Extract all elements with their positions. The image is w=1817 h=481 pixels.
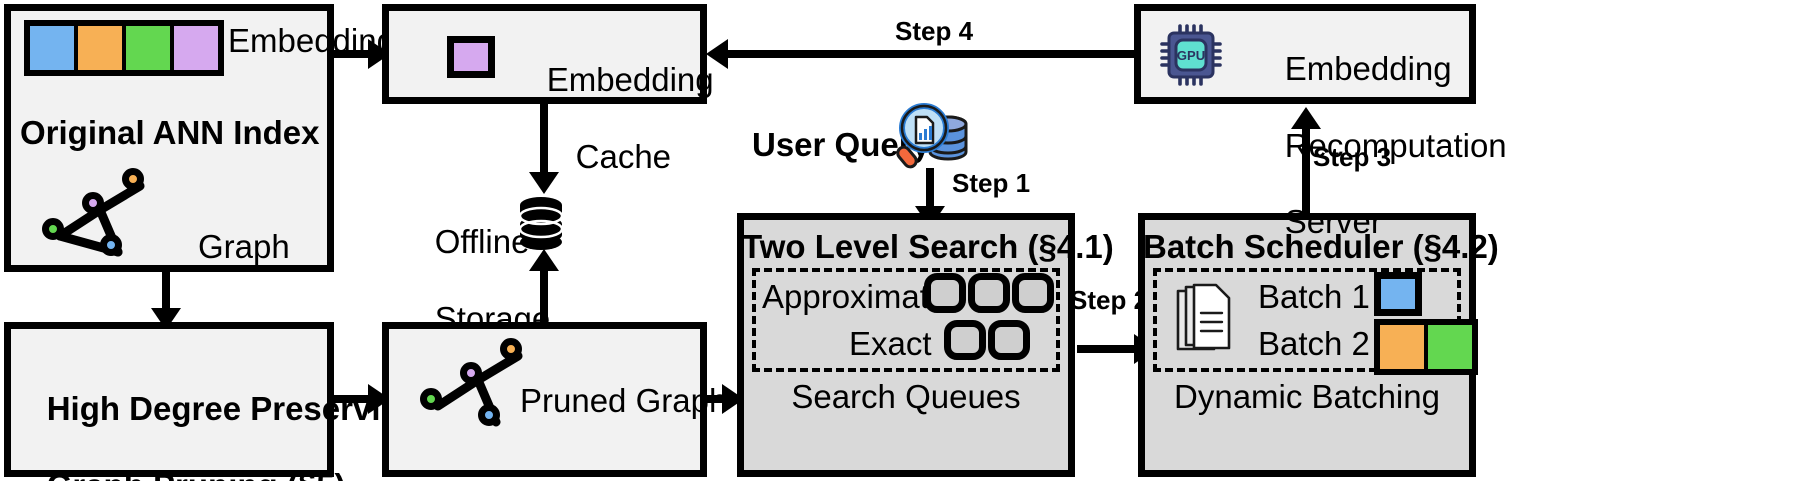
graph-node-orange: [122, 168, 144, 190]
graph-node-green: [42, 218, 64, 240]
arrow-index-to-pruning: [162, 272, 170, 312]
pruned-node-green: [420, 388, 442, 410]
step-1-label: Step 1: [952, 168, 1031, 198]
graph-label: Graph: [198, 228, 290, 265]
arrow-pruned-to-storage: [540, 268, 548, 326]
recomputation-server-line3: Server: [1284, 203, 1382, 241]
pruned-node-orange: [500, 338, 522, 360]
embedding-swatch-green: [126, 26, 170, 70]
exact-queue-chip-1: [944, 320, 986, 360]
pruned-graph-network: [418, 338, 538, 440]
documents-stack-icon: [1174, 283, 1236, 357]
approximate-row-label: Approximate: [762, 278, 948, 315]
graph-pruning-title: High Degree Preserving Graph Pruning (§5…: [10, 352, 421, 481]
embedding-swatch-orange: [78, 26, 122, 70]
step-4-label: Step 4: [895, 16, 974, 46]
batch-1-swatch-blue: [1374, 272, 1422, 316]
embedding-swatch-purple: [174, 26, 218, 70]
arrow-server-to-cache: [712, 50, 1136, 58]
graph-pruning-line2: Graph Pruning (§5): [47, 467, 346, 481]
graph-node-blue: [100, 234, 122, 256]
dynamic-batching-caption: Dynamic Batching: [1174, 378, 1440, 415]
graph-pruning-box: [4, 322, 334, 477]
arrow-pruned-to-storage-head: [529, 249, 559, 271]
gpu-chip-icon: GPU: [1160, 24, 1222, 86]
exact-row-label: Exact: [849, 325, 932, 362]
embedding-cache-swatch: [447, 36, 495, 78]
arrow-pruning-to-pruned: [334, 395, 378, 403]
pruned-node-blue: [478, 404, 500, 426]
arrow-scheduler-to-server-head: [1291, 107, 1321, 129]
arrow-scheduler-to-server: [1302, 128, 1310, 214]
batch-2-label: Batch 2: [1258, 325, 1370, 362]
approximate-queue-chip-2: [968, 273, 1010, 313]
two-level-search-title: Two Level Search (§4.1): [742, 228, 1114, 265]
approximate-queue-chip-1: [924, 273, 966, 313]
arrow-search-to-scheduler: [1077, 345, 1149, 353]
arrow-cache-to-storage: [540, 104, 548, 176]
recomputation-server-line1: Embedding: [1284, 50, 1452, 88]
arrow-pruned-to-search: [707, 395, 735, 403]
batch-2-swatch-green: [1428, 325, 1472, 369]
batch-2-swatch-orange: [1380, 325, 1424, 369]
database-cylinder-icon: [518, 196, 564, 252]
search-queues-dashed-region: [752, 268, 1060, 372]
embedding-swatch-blue: [30, 26, 74, 70]
original-ann-index-title: Original ANN Index: [20, 114, 320, 151]
two-level-search-box: [737, 213, 1075, 477]
arrow-cache-to-storage-head: [529, 172, 559, 194]
pruned-graph-label: Pruned Graph: [520, 382, 728, 419]
exact-queue-chip-2: [988, 320, 1030, 360]
embedding-cache-line1: Embedding: [546, 61, 714, 99]
recomputation-server-line2: Recomputation: [1284, 126, 1507, 164]
magnifier-document-database-icon: [896, 100, 978, 172]
arrow-index-to-cache: [334, 50, 378, 58]
gpu-icon-text: GPU: [1177, 48, 1205, 63]
offline-storage-line1: Offline: [434, 223, 530, 261]
arrow-server-to-cache-head: [706, 39, 728, 69]
batch-scheduler-title: Batch Scheduler (§4.2): [1143, 228, 1499, 265]
pruned-node-purple: [460, 362, 482, 384]
batch-1-label: Batch 1: [1258, 278, 1370, 315]
embedding-cache-box: [382, 4, 707, 104]
batch-2-swatch-strip: [1374, 319, 1478, 375]
search-queues-caption: Search Queues: [791, 378, 1021, 415]
embedding-cache-line2: Cache: [575, 137, 672, 175]
step-3-label: Step 3: [1313, 142, 1392, 172]
embedding-swatch-strip: [24, 20, 224, 76]
graph-node-purple: [82, 192, 104, 214]
embedding-cache-title: Embedding Cache: [510, 23, 714, 214]
approximate-queue-chip-3: [1012, 273, 1054, 313]
recomputation-server-title: Embedding Recomputation Server: [1248, 12, 1507, 280]
original-graph-network: [40, 168, 160, 265]
arrow-query-to-search: [926, 168, 934, 210]
step-2-label: Step 2: [1070, 285, 1149, 315]
